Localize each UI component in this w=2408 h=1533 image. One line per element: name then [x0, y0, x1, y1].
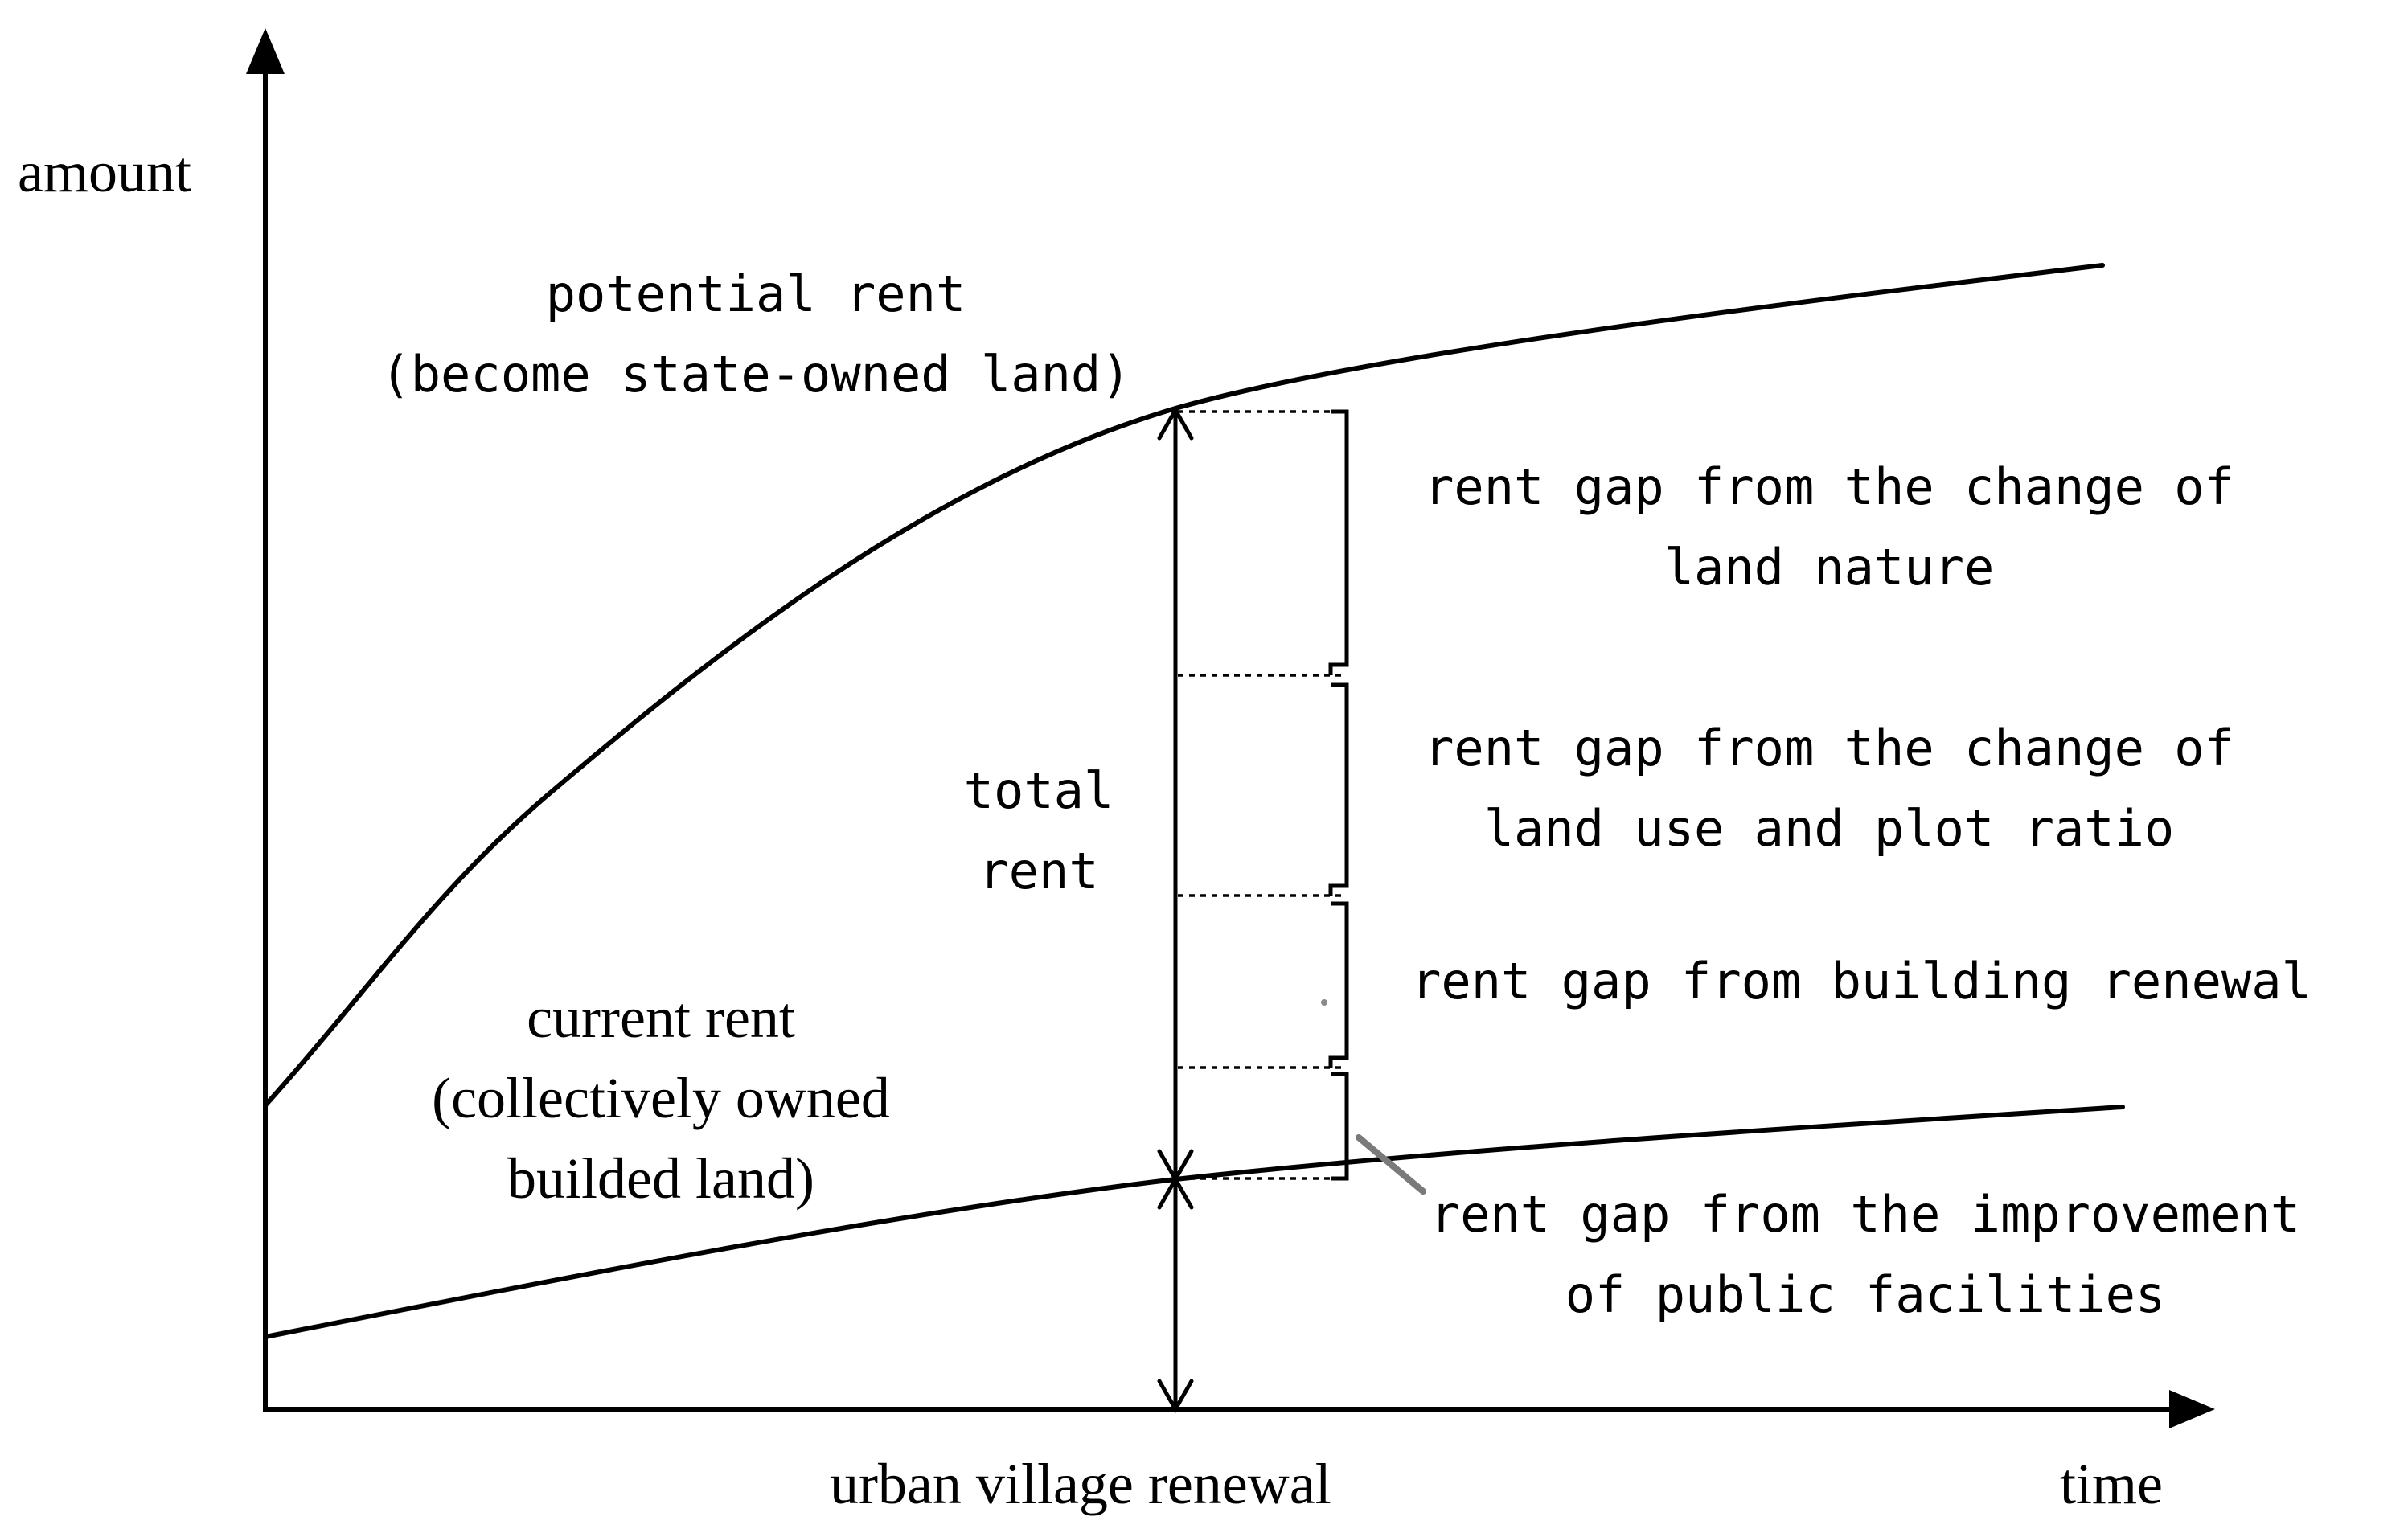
potential-rent-label-line1: potential rent — [546, 264, 966, 323]
total-rent-arrow — [1157, 405, 1194, 1414]
gap-label-4-line2: of public facilities — [1565, 1265, 2166, 1324]
total-rent-arrowhead-top — [1157, 405, 1194, 441]
total-rent-label-line2: rent — [978, 842, 1098, 900]
gap-label-4-line1: rent gap from the improvement — [1430, 1185, 2301, 1244]
total-rent-arrowhead-bottom — [1157, 1379, 1194, 1414]
x-axis-arrowhead — [2169, 1390, 2215, 1428]
gap-brackets — [1328, 409, 1349, 1181]
potential-rent-label-line2: (become state-owned land) — [380, 345, 1130, 404]
y-axis-arrowhead — [246, 28, 285, 74]
gap-boundaries — [1178, 410, 1344, 1180]
gap-bracket-public-facilities — [1331, 1072, 1349, 1181]
gap-bracket-land-nature — [1328, 409, 1349, 675]
public-facilities-leader — [1356, 1134, 1426, 1195]
total-rent-label-line1: total — [964, 761, 1114, 820]
gap-bracket-building — [1328, 901, 1349, 1068]
current-rent-label-line3: builded land) — [507, 1146, 814, 1211]
axes — [246, 28, 2215, 1428]
gap-label-2-line1: rent gap from the change of — [1424, 719, 2234, 777]
gap-label-1-line2: land nature — [1664, 538, 1995, 596]
gap-label-1-line1: rent gap from the change of — [1424, 457, 2234, 516]
gap-label-3-line1: rent gap from building renewal — [1411, 952, 2312, 1010]
gap-label-2-line2: land use and plot ratio — [1484, 799, 2175, 858]
y-axis-label: amount — [18, 140, 191, 204]
stray-dot — [1321, 999, 1327, 1006]
x-axis-label: time — [2060, 1452, 2163, 1516]
potential-rent-curve — [263, 263, 2105, 1108]
current-rent-label-line1: current rent — [527, 986, 795, 1050]
current-rent-label-line2: (collectively owned — [432, 1066, 890, 1130]
x-marker-label: urban village renewal — [830, 1452, 1331, 1516]
gap-bracket-land-use — [1328, 682, 1349, 896]
current-rent-arrowhead-up — [1157, 1174, 1194, 1210]
